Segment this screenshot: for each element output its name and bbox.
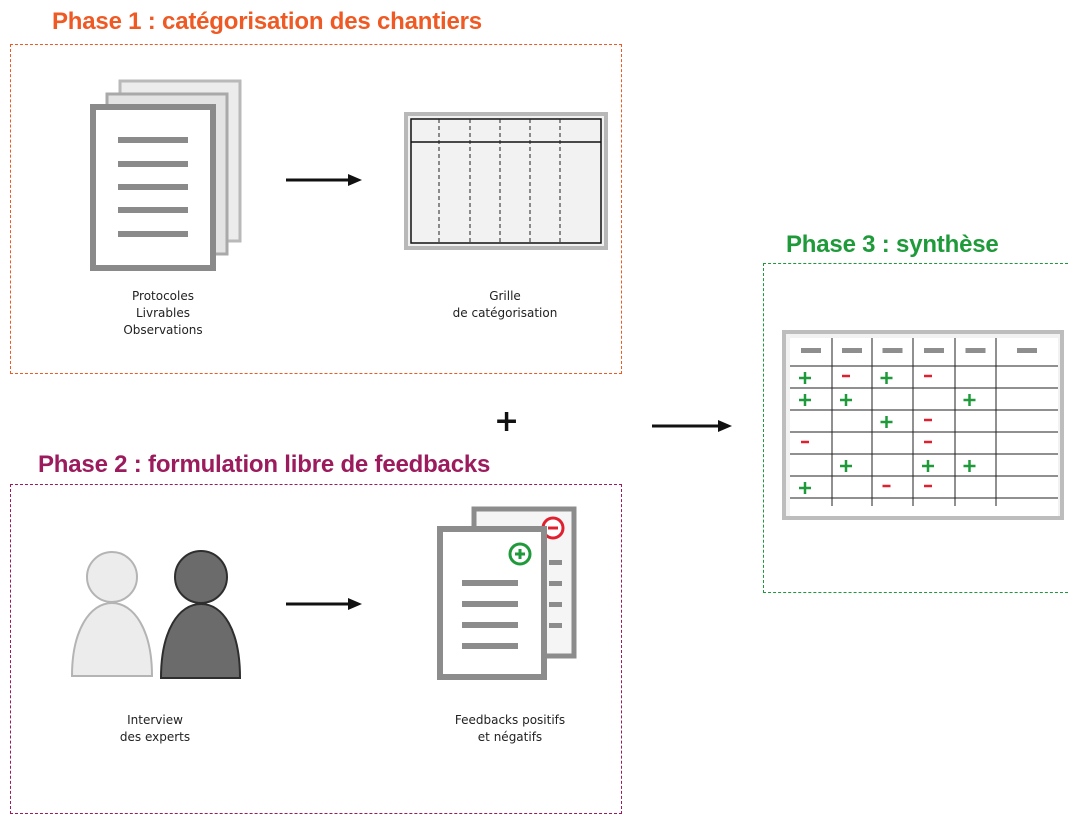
plus-sign: + xyxy=(494,404,520,439)
documents-caption: Protocoles Livrables Observations xyxy=(88,288,238,339)
document-stack-icon xyxy=(90,79,242,271)
phase1-box xyxy=(10,44,622,374)
grid-table-icon xyxy=(404,112,608,250)
synthesis-table-icon xyxy=(782,330,1064,520)
grid-caption: Grille de catégorisation xyxy=(430,288,580,322)
caption-line: et négatifs xyxy=(477,730,543,744)
caption-line: Feedbacks positifs xyxy=(454,713,566,727)
phase1-title: Phase 1 : catégorisation des chantiers xyxy=(52,8,482,35)
caption-line: Interview xyxy=(127,713,183,727)
caption-line: des experts xyxy=(119,730,191,744)
feedback-caption: Feedbacks positifs et négatifs xyxy=(420,712,600,746)
header-dash-icon xyxy=(1017,348,1037,353)
phase3-box xyxy=(763,263,1068,593)
arrow-phase2 xyxy=(286,598,362,610)
caption-line: de catégorisation xyxy=(452,306,558,320)
header-dash-icon xyxy=(801,348,821,353)
feedback-documents-icon xyxy=(437,506,577,680)
experts-caption: Interview des experts xyxy=(80,712,230,746)
phase3-title: Phase 3 : synthèse xyxy=(786,231,999,258)
caption-line: Grille xyxy=(489,289,521,303)
caption-line: Protocoles xyxy=(132,289,194,303)
caption-line: Livrables xyxy=(136,306,190,320)
header-dash-icon xyxy=(882,348,903,353)
header-dash-icon xyxy=(924,348,944,353)
people-icon xyxy=(70,550,242,679)
arrow-to-phase3 xyxy=(652,420,732,432)
header-dash-icon xyxy=(965,348,986,353)
arrow-phase1 xyxy=(286,174,362,186)
header-dash-icon xyxy=(842,348,862,353)
phase2-title: Phase 2 : formulation libre de feedbacks xyxy=(38,451,491,478)
caption-line: Observations xyxy=(123,323,203,337)
